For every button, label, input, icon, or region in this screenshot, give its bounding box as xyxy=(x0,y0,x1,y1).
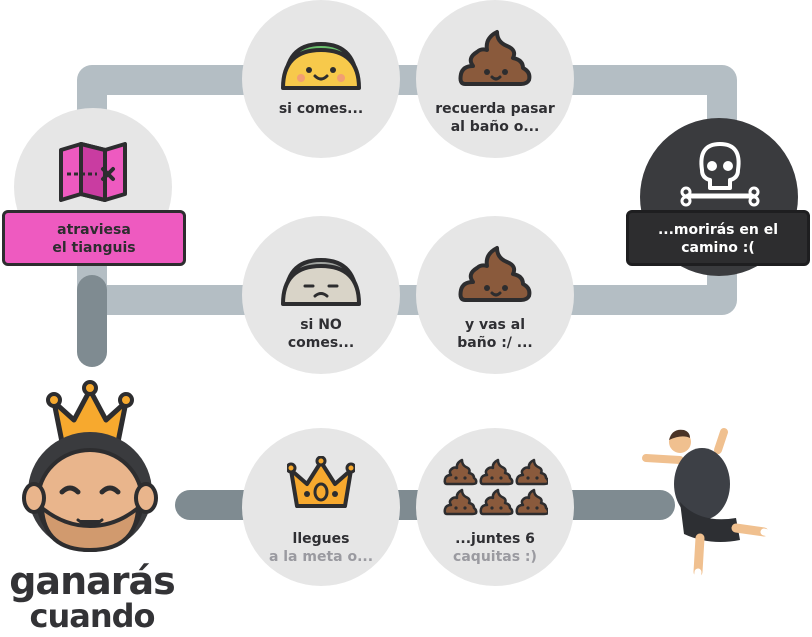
poop-icon xyxy=(458,30,532,86)
node-start xyxy=(14,108,172,266)
win-title-line1: ganarás xyxy=(9,559,176,603)
banner-start: atraviesa el tianguis xyxy=(2,210,186,266)
six-poops-icon xyxy=(443,458,548,516)
node-eat: si comes... xyxy=(242,0,400,158)
reach-goal-label: llegues a la meta o... xyxy=(252,530,390,566)
node-bathroom: y vas al baño :/ ... xyxy=(416,216,574,374)
collect-line1: ...juntes 6 xyxy=(455,531,535,547)
node-no-eat: si NO comes... xyxy=(242,216,400,374)
win-title-line2: cuando xyxy=(29,597,155,635)
collect-line2: caquitas :) xyxy=(453,549,537,565)
eat-label: si comes... xyxy=(278,101,364,117)
happy-taco-icon xyxy=(281,42,361,90)
skull-crossbones-icon xyxy=(680,142,760,207)
poop-icon xyxy=(458,246,532,302)
bathroom-label: y vas al baño :/ ... xyxy=(457,317,533,351)
node-remember: recuerda pasar al baño o... xyxy=(416,0,574,158)
crowned-king-face-icon xyxy=(22,380,158,552)
reach-goal-line2: a la meta o... xyxy=(268,549,374,565)
remember-label: recuerda pasar al baño o... xyxy=(435,101,555,135)
node-collect: ...juntes 6 caquitas :) xyxy=(416,428,574,586)
banner-die: ...morirás en el camino :( xyxy=(626,210,810,266)
no-eat-label: si NO comes... xyxy=(287,317,355,351)
reach-goal-line1: llegues xyxy=(292,531,350,547)
map-icon xyxy=(59,142,127,202)
die-label: ...morirás en el camino :( xyxy=(657,222,779,256)
start-label: atraviesa el tianguis xyxy=(52,222,136,256)
sad-taco-icon xyxy=(281,258,361,306)
running-man-icon xyxy=(642,428,784,594)
crown-icon xyxy=(287,456,355,508)
node-reach-goal: llegues a la meta o... xyxy=(242,428,400,586)
collect-label: ...juntes 6 caquitas :) xyxy=(436,530,554,566)
